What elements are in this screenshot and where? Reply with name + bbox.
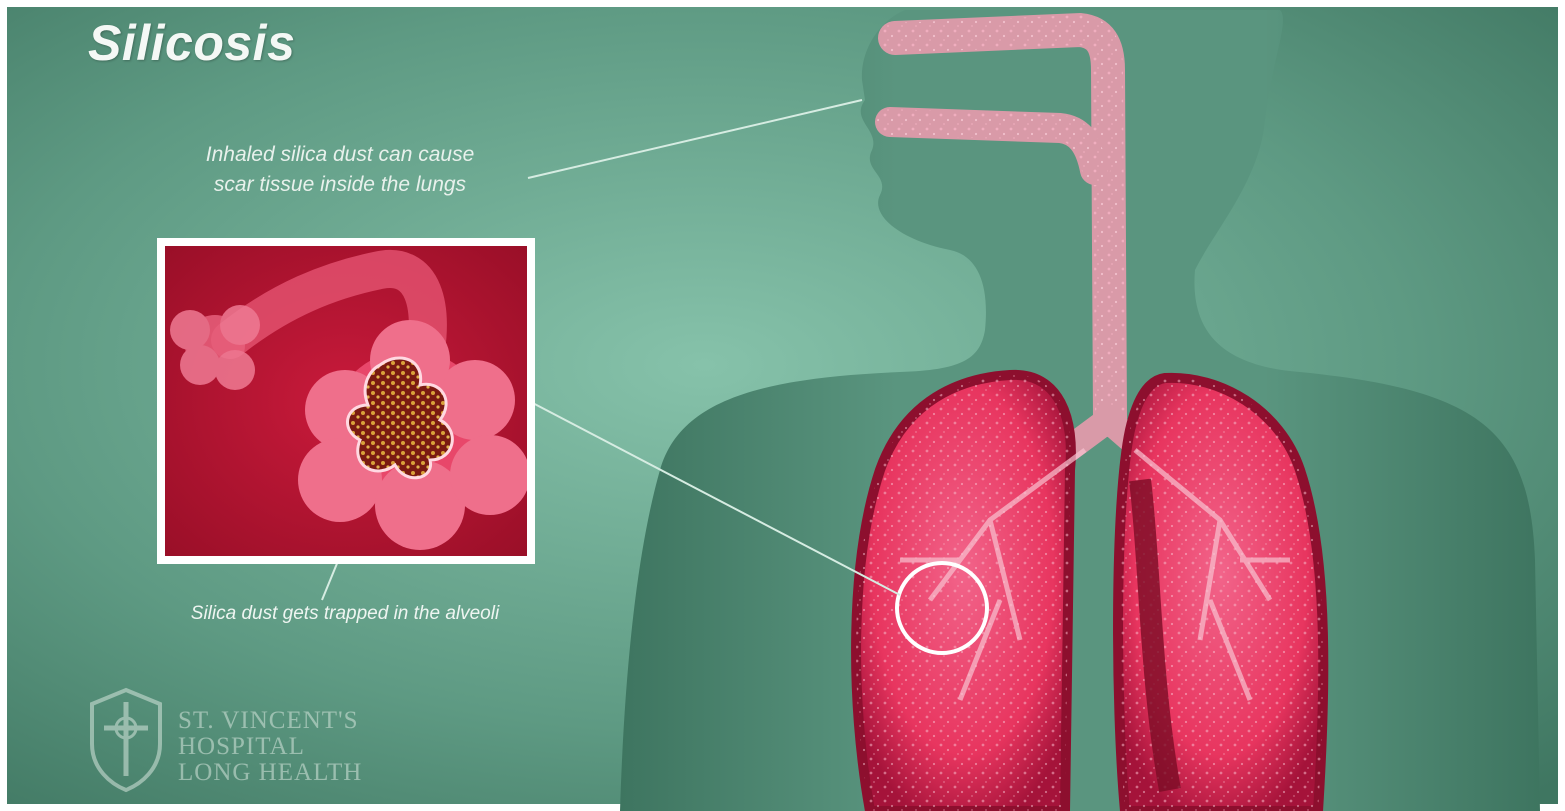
hospital-name-line-3: Long Health [178,760,388,786]
callout-top: Inhaled silica dust can cause scar tissu… [125,140,555,200]
hospital-name: St. Vincent's Hospital Long Health [178,708,388,786]
callout-bottom: Silica dust gets trapped in the alveoli [120,603,570,625]
hospital-logo: St. Vincent's Hospital Long Health [86,684,386,794]
callout-top-line-1: Inhaled silica dust can cause [125,140,555,170]
hospital-name-line-2: Hospital [178,734,388,760]
left-lung [856,375,1085,811]
alveoli-inset [157,238,535,564]
shield-icon [86,684,166,794]
callout-top-line-2: scar tissue inside the lungs [125,170,555,200]
right-lung [1118,378,1323,811]
diagram-title: Silicosis [88,14,295,72]
hospital-name-line-1: St. Vincent's [178,708,388,734]
